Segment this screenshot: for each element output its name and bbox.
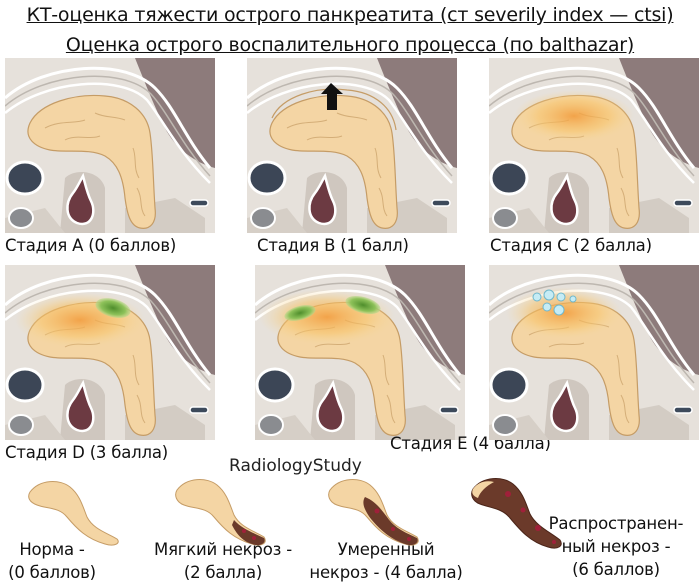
necrosis-moderate-image (328, 479, 419, 546)
stage-b-image (247, 58, 457, 233)
stage-b-anatomy (247, 58, 457, 233)
stage-e-image (255, 265, 465, 440)
watermark: RadiologyStudy (229, 456, 362, 476)
necrosis-mild-line1: Мягкий некроз - (154, 540, 292, 559)
necrosis-extensive-image (471, 478, 562, 549)
stage-a-image (5, 58, 215, 233)
stage-e-fluid-anatomy (489, 265, 699, 440)
title-line-2: Оценка острого воспалительного процесса … (65, 34, 635, 56)
necrosis-moderate-line1: Умеренный (337, 540, 435, 559)
stage-d-image (5, 265, 215, 440)
necrosis-normal-line1: Норма - (19, 540, 85, 559)
necrosis-extensive-label: Распространен- ный некроз - (6 баллов) (536, 512, 696, 581)
necrosis-normal-image (28, 481, 119, 546)
necrosis-extensive-line2: ный некроз - (561, 537, 671, 556)
stage-c-label: Стадия C (2 балла) (490, 236, 652, 255)
stage-a-anatomy (5, 58, 215, 233)
stage-b-label: Стадия B (1 балл) (257, 236, 409, 255)
necrosis-normal-label: Норма - (0 баллов) (2, 538, 102, 584)
stage-c-image (489, 58, 699, 233)
stage-d-label: Стадия D (3 балла) (5, 443, 169, 462)
necrosis-mild-line2: (2 балла) (183, 563, 263, 582)
necrosis-normal-line2: (0 баллов) (8, 563, 96, 582)
necrosis-mild-label: Мягкий некроз - (2 балла) (143, 538, 303, 584)
necrosis-moderate-label: Умеренный некроз - (4 балла) (306, 538, 466, 584)
necrosis-moderate-line2: некроз - (4 балла) (309, 563, 463, 582)
arrow-icon (321, 83, 343, 110)
stage-e-anatomy (255, 265, 465, 440)
fluid-bubbles (532, 289, 577, 316)
necrosis-mild-image (175, 479, 266, 546)
title-line-1: КТ-оценка тяжести острого панкреатита (с… (26, 4, 674, 26)
stage-a-label: Стадия A (0 баллов) (5, 236, 177, 255)
necrosis-extensive-line1: Распространен- (548, 514, 684, 533)
necrosis-extensive-line3: (6 баллов) (572, 560, 660, 579)
stage-c-anatomy (489, 58, 699, 233)
stage-d-anatomy (5, 265, 215, 440)
stage-e-fluid-image (489, 265, 699, 440)
